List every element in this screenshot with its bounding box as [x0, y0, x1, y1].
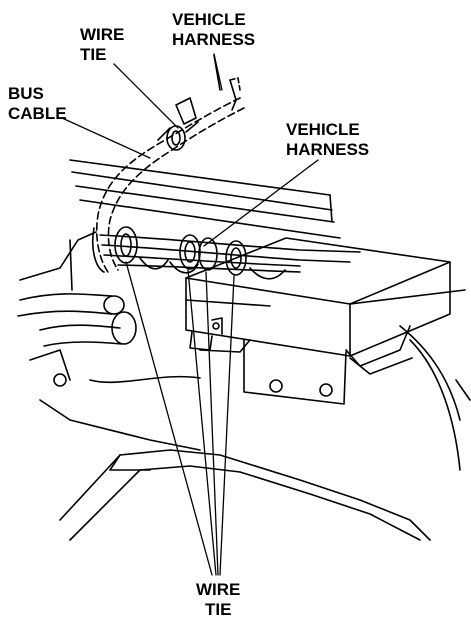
- leader-lines: [61, 53, 319, 576]
- label-line: HARNESS: [172, 30, 256, 49]
- right-structure: [399, 325, 471, 471]
- label-line: BUS: [8, 84, 44, 103]
- label-wire-tie-bottom: WIRE TIE: [196, 580, 240, 618]
- label-line: VEHICLE: [286, 120, 360, 139]
- left-structure: [17, 231, 201, 451]
- label-wire-tie-top: WIRE TIE: [80, 25, 124, 65]
- wire-tie-upper: [157, 121, 199, 151]
- control-module: [185, 237, 466, 357]
- label-line: WIRE: [80, 25, 125, 44]
- label-line: TIE: [204, 600, 232, 618]
- lower-frame: [59, 449, 431, 541]
- bus-cable: [95, 97, 245, 276]
- label-line: VEHICLE: [172, 10, 246, 29]
- label-line: CABLE: [8, 104, 67, 123]
- label-line: TIE: [80, 45, 107, 64]
- label-line: WIRE: [196, 580, 241, 599]
- label-vehicle-harness-top: VEHICLE HARNESS: [172, 10, 255, 50]
- label-vehicle-harness-right: VEHICLE HARNESS: [286, 120, 369, 160]
- harness-upper: [175, 54, 241, 125]
- label-bus-cable: BUS CABLE: [8, 84, 67, 124]
- label-line: HARNESS: [286, 140, 370, 159]
- mounting-bracket: [189, 317, 413, 405]
- dashboard-panel-lines: [69, 159, 341, 239]
